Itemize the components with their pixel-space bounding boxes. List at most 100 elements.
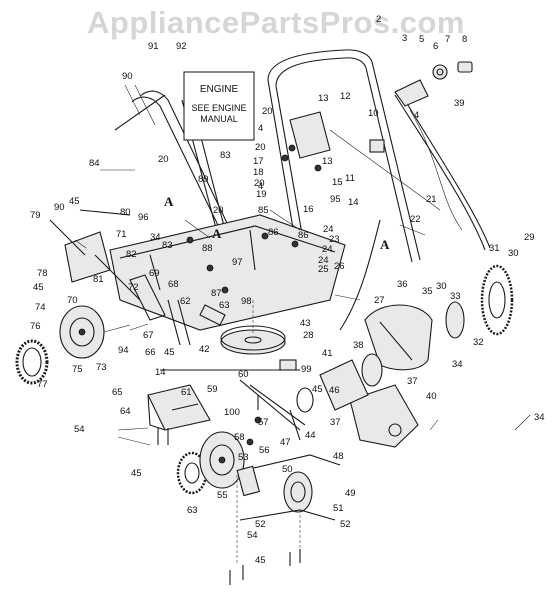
left-wheel <box>59 305 131 359</box>
callout-label: 6 <box>433 41 438 52</box>
callout-label: 97 <box>232 257 243 268</box>
callout-label: 49 <box>345 488 356 499</box>
callout-label: 74 <box>35 302 46 313</box>
control-cables <box>339 91 491 331</box>
callout-label: 41 <box>322 348 333 359</box>
callout-label: 51 <box>333 503 344 514</box>
callout-label: 37 <box>330 417 341 428</box>
callout-label: 69 <box>149 268 160 279</box>
callout-label: 88 <box>202 243 213 254</box>
engine-note: ENGINE SEE ENGINE MANUAL <box>183 71 255 141</box>
callout-label: 15 <box>332 177 343 188</box>
upper-handle <box>267 49 441 271</box>
callout-label: 50 <box>282 464 293 475</box>
callout-label: 100 <box>224 407 240 418</box>
callout-label: 33 <box>450 291 461 302</box>
callout-label: 56 <box>259 445 270 456</box>
callout-label: 30 <box>508 248 519 259</box>
callout-label: 3 <box>402 33 407 44</box>
callout-label: 17 <box>253 156 264 167</box>
callout-label: 39 <box>454 98 465 109</box>
callout-label: 27 <box>374 295 385 306</box>
callout-label: 86 <box>268 227 279 238</box>
callout-label: 2 <box>376 14 381 25</box>
engine-title: ENGINE <box>200 84 239 95</box>
callout-label: 82 <box>126 249 137 260</box>
callout-label: 7 <box>445 34 450 45</box>
callout-label: 34 <box>534 412 545 423</box>
engine-line2: MANUAL <box>200 114 238 124</box>
callout-label: 80 <box>120 207 131 218</box>
engine-box <box>183 71 255 141</box>
callout-label: 5 <box>419 34 424 45</box>
drive-shaft <box>160 369 306 431</box>
callout-label: 66 <box>145 347 156 358</box>
callout-label: 10 <box>368 108 379 119</box>
callout-label: 45 <box>255 555 266 566</box>
callout-label: 99 <box>301 364 312 375</box>
callout-label: 78 <box>37 268 48 279</box>
callout-label: 52 <box>255 519 266 530</box>
callout-label: 19 <box>256 189 267 200</box>
callout-label: 63 <box>187 505 198 516</box>
callout-label: 8 <box>462 34 467 45</box>
callout-label: 32 <box>473 337 484 348</box>
callout-label: 14 <box>155 367 166 378</box>
callout-label: 79 <box>30 210 41 221</box>
callout-label: 73 <box>96 362 107 373</box>
callout-label: 70 <box>67 295 78 306</box>
handle-bracket <box>281 111 385 172</box>
wheel-31 <box>445 264 514 339</box>
callout-label: 58 <box>234 432 245 443</box>
callout-label: 45 <box>131 468 142 479</box>
callout-label: 90 <box>122 71 133 82</box>
callout-label: 57 <box>258 417 269 428</box>
rear-wheel-55 <box>199 431 245 489</box>
callout-label: 72 <box>128 282 139 293</box>
callout-label: 95 <box>330 194 341 205</box>
callout-label: 13 <box>322 156 333 167</box>
callout-label: 24 <box>322 244 333 255</box>
callout-label: 76 <box>30 321 41 332</box>
control-lever <box>394 61 473 107</box>
battery-bracket <box>147 384 211 431</box>
callout-label: 35 <box>422 286 433 297</box>
callout-label: 4 <box>258 181 263 192</box>
callout-label: 24 <box>318 255 329 266</box>
callout-label: 75 <box>72 364 83 375</box>
callout-label: 53 <box>238 452 249 463</box>
callout-label: 87 <box>211 288 222 299</box>
callout-label: 44 <box>305 430 316 441</box>
callout-label: 43 <box>300 318 311 329</box>
callout-label: 46 <box>329 385 340 396</box>
callout-label: 77 <box>37 379 48 390</box>
callout-label: 24 <box>323 224 334 235</box>
blade-assembly <box>129 274 226 346</box>
callout-label: 20 <box>254 178 265 189</box>
main-deck <box>109 214 346 331</box>
callout-label: 94 <box>118 345 129 356</box>
leader-lines <box>74 84 531 446</box>
callout-label: 14 <box>348 197 359 208</box>
watermark-text: AppliancePartsPros.com <box>87 5 465 40</box>
callout-label: 91 <box>148 41 159 52</box>
callout-label: 30 <box>436 281 447 292</box>
callout-label: 22 <box>410 214 421 225</box>
callout-label: 54 <box>74 424 85 435</box>
callout-label: 96 <box>138 212 149 223</box>
gear-housing <box>296 353 383 413</box>
ref-mark-a-3: A <box>380 237 390 252</box>
callout-label: 45 <box>69 196 80 207</box>
callout-label: 59 <box>207 384 218 395</box>
callout-label: 11 <box>345 173 355 184</box>
callout-label: 4 <box>414 110 419 121</box>
callout-label: 92 <box>176 41 187 52</box>
callout-label: 13 <box>318 93 329 104</box>
callout-label: 20 <box>158 154 169 165</box>
callout-label: 31 <box>489 243 500 254</box>
callout-label: 34 <box>452 359 463 370</box>
callout-label: 62 <box>180 296 191 307</box>
rear-axle-bracket <box>236 454 341 565</box>
callout-label: 45 <box>312 384 323 395</box>
